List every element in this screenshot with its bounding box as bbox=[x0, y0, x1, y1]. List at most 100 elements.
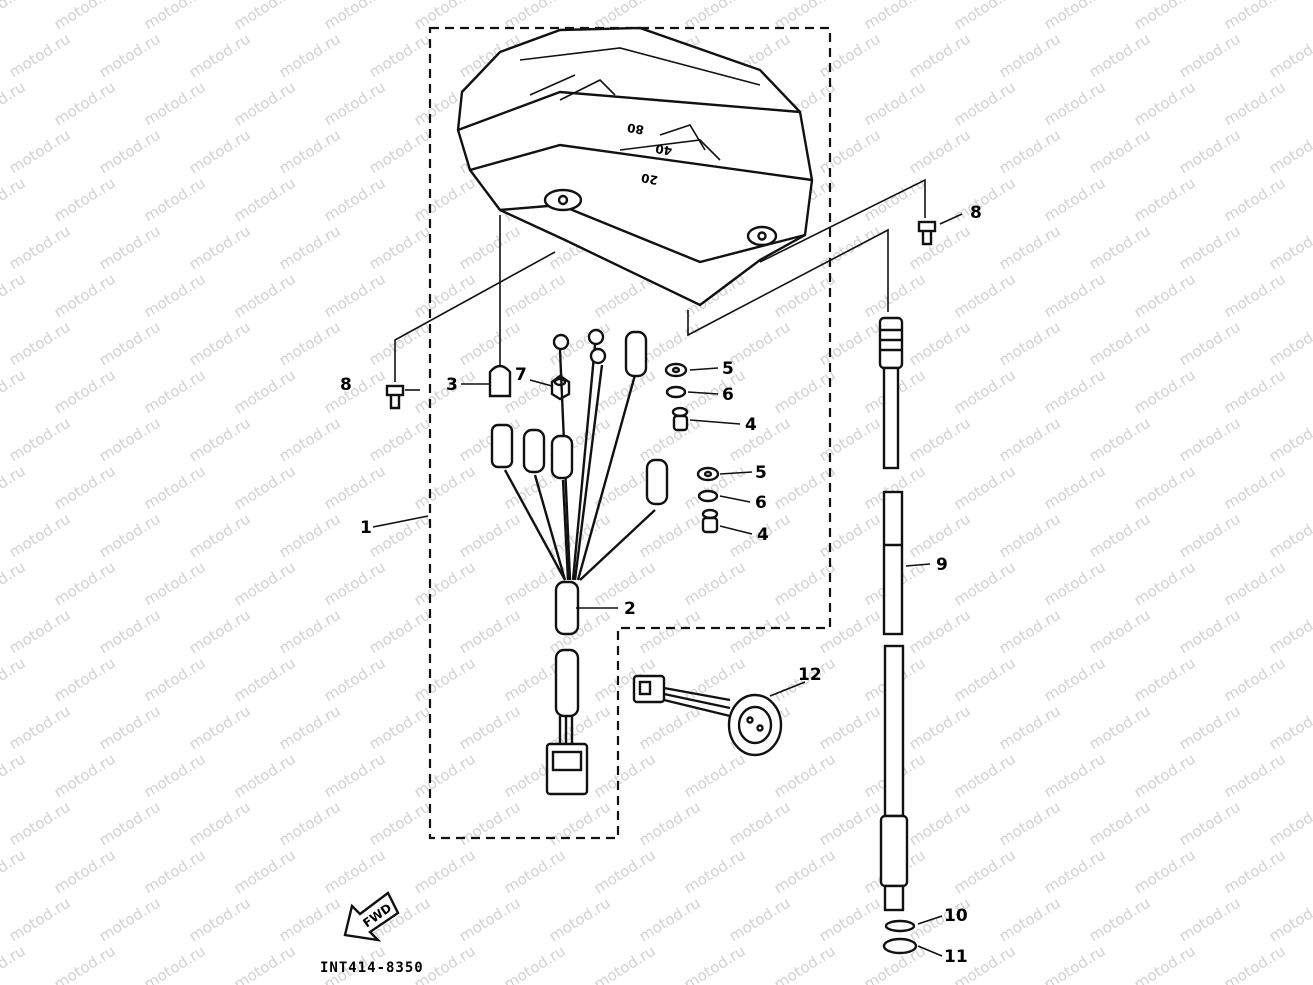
watermark-text: motod.ru bbox=[456, 414, 524, 466]
watermark-text: motod.ru bbox=[321, 78, 389, 130]
watermark-text: motod.ru bbox=[861, 174, 929, 226]
clip-11 bbox=[882, 937, 918, 955]
watermark-text: motod.ru bbox=[906, 798, 974, 850]
watermark-text: motod.ru bbox=[861, 78, 929, 130]
screw-8-left bbox=[385, 384, 405, 410]
watermark-text: motod.ru bbox=[951, 654, 1019, 706]
watermark-text: motod.ru bbox=[771, 942, 839, 985]
watermark-text: motod.ru bbox=[1131, 846, 1199, 898]
watermark-text: motod.ru bbox=[816, 702, 884, 754]
watermark-text: motod.ru bbox=[0, 78, 29, 130]
watermark-text: motod.ru bbox=[906, 510, 974, 562]
watermark-text: motod.ru bbox=[0, 270, 29, 322]
watermark-text: motod.ru bbox=[1266, 414, 1313, 466]
watermark-text: motod.ru bbox=[6, 126, 74, 178]
watermark-text: motod.ru bbox=[1086, 510, 1154, 562]
watermark-text: motod.ru bbox=[411, 654, 479, 706]
watermark-text: motod.ru bbox=[6, 414, 74, 466]
watermark-text: motod.ru bbox=[366, 702, 434, 754]
watermark-text: motod.ru bbox=[1176, 222, 1244, 274]
watermark-text: motod.ru bbox=[96, 702, 164, 754]
watermark-text: motod.ru bbox=[1131, 942, 1199, 985]
screw-8-right bbox=[917, 220, 937, 246]
watermark-text: motod.ru bbox=[6, 318, 74, 370]
watermark-text: motod.ru bbox=[276, 222, 344, 274]
watermark-text: motod.ru bbox=[51, 750, 119, 802]
callout-6-lower: 6 bbox=[755, 493, 767, 513]
callout-3: 3 bbox=[446, 375, 458, 395]
watermark-text: motod.ru bbox=[51, 0, 119, 33]
watermark-text: motod.ru bbox=[6, 702, 74, 754]
watermark-text: motod.ru bbox=[906, 414, 974, 466]
watermark-text: motod.ru bbox=[771, 558, 839, 610]
meter-face-number-3: 40 bbox=[654, 141, 673, 158]
watermark-text: motod.ru bbox=[6, 30, 74, 82]
watermark-text: motod.ru bbox=[366, 318, 434, 370]
meter-face-number-1: 20 bbox=[640, 170, 659, 187]
watermark-text: motod.ru bbox=[231, 750, 299, 802]
watermark-text: motod.ru bbox=[1131, 654, 1199, 706]
watermark-text: motod.ru bbox=[141, 270, 209, 322]
watermark-text: motod.ru bbox=[1266, 606, 1313, 658]
watermark-text: motod.ru bbox=[1086, 894, 1154, 946]
watermark-text: motod.ru bbox=[1131, 174, 1199, 226]
watermark-text: motod.ru bbox=[726, 318, 794, 370]
callout-leaders bbox=[372, 213, 963, 957]
watermark-text: motod.ru bbox=[456, 222, 524, 274]
callout-5-lower: 5 bbox=[755, 463, 767, 483]
watermark-text: motod.ru bbox=[681, 750, 749, 802]
watermark-text: motod.ru bbox=[1176, 894, 1244, 946]
watermark-text: motod.ru bbox=[1266, 126, 1313, 178]
watermark-text: motod.ru bbox=[276, 126, 344, 178]
watermark-text: motod.ru bbox=[1041, 654, 1109, 706]
watermark-text: motod.ru bbox=[0, 942, 29, 985]
meter-face-number-2: 80 bbox=[626, 120, 645, 137]
watermark-text: motod.ru bbox=[231, 78, 299, 130]
watermark-text: motod.ru bbox=[321, 462, 389, 514]
watermark-text: motod.ru bbox=[51, 366, 119, 418]
watermark-text: motod.ru bbox=[636, 414, 704, 466]
watermark-text: motod.ru bbox=[51, 558, 119, 610]
watermark-text: motod.ru bbox=[1041, 846, 1109, 898]
watermark-text: motod.ru bbox=[1266, 30, 1313, 82]
watermark-text: motod.ru bbox=[321, 270, 389, 322]
watermark-text: motod.ru bbox=[636, 702, 704, 754]
watermark-text: motod.ru bbox=[141, 0, 209, 33]
watermark-text: motod.ru bbox=[1131, 750, 1199, 802]
watermark-text: motod.ru bbox=[186, 702, 254, 754]
watermark-text: motod.ru bbox=[1176, 30, 1244, 82]
watermark-text: motod.ru bbox=[51, 654, 119, 706]
watermark-text: motod.ru bbox=[1086, 126, 1154, 178]
watermark-text: motod.ru bbox=[96, 414, 164, 466]
watermark-text: motod.ru bbox=[1221, 270, 1289, 322]
watermark-text: motod.ru bbox=[996, 318, 1064, 370]
watermark-text: motod.ru bbox=[771, 270, 839, 322]
watermark-text: motod.ru bbox=[366, 414, 434, 466]
watermark-text: motod.ru bbox=[96, 510, 164, 562]
watermark-text: motod.ru bbox=[321, 846, 389, 898]
callout-5-upper: 5 bbox=[722, 359, 734, 379]
watermark-text: motod.ru bbox=[186, 318, 254, 370]
assembly-boundary bbox=[428, 26, 832, 840]
watermark-text: motod.ru bbox=[411, 750, 479, 802]
watermark-text: motod.ru bbox=[411, 270, 479, 322]
watermark-text: motod.ru bbox=[0, 846, 29, 898]
watermark-text: motod.ru bbox=[1086, 414, 1154, 466]
watermark-text: motod.ru bbox=[141, 654, 209, 706]
watermark-text: motod.ru bbox=[456, 510, 524, 562]
watermark-text: motod.ru bbox=[726, 606, 794, 658]
watermark-text: motod.ru bbox=[276, 894, 344, 946]
watermark-text: motod.ru bbox=[546, 894, 614, 946]
watermark-text: motod.ru bbox=[96, 222, 164, 274]
watermark-text: motod.ru bbox=[6, 798, 74, 850]
watermark-text: motod.ru bbox=[906, 222, 974, 274]
watermark-text: motod.ru bbox=[1221, 78, 1289, 130]
watermark-text: motod.ru bbox=[141, 750, 209, 802]
watermark-text: motod.ru bbox=[186, 30, 254, 82]
watermark-text: motod.ru bbox=[816, 30, 884, 82]
watermark-text: motod.ru bbox=[141, 366, 209, 418]
watermark-text: motod.ru bbox=[816, 414, 884, 466]
watermark-text: motod.ru bbox=[366, 798, 434, 850]
watermark-text: motod.ru bbox=[96, 606, 164, 658]
